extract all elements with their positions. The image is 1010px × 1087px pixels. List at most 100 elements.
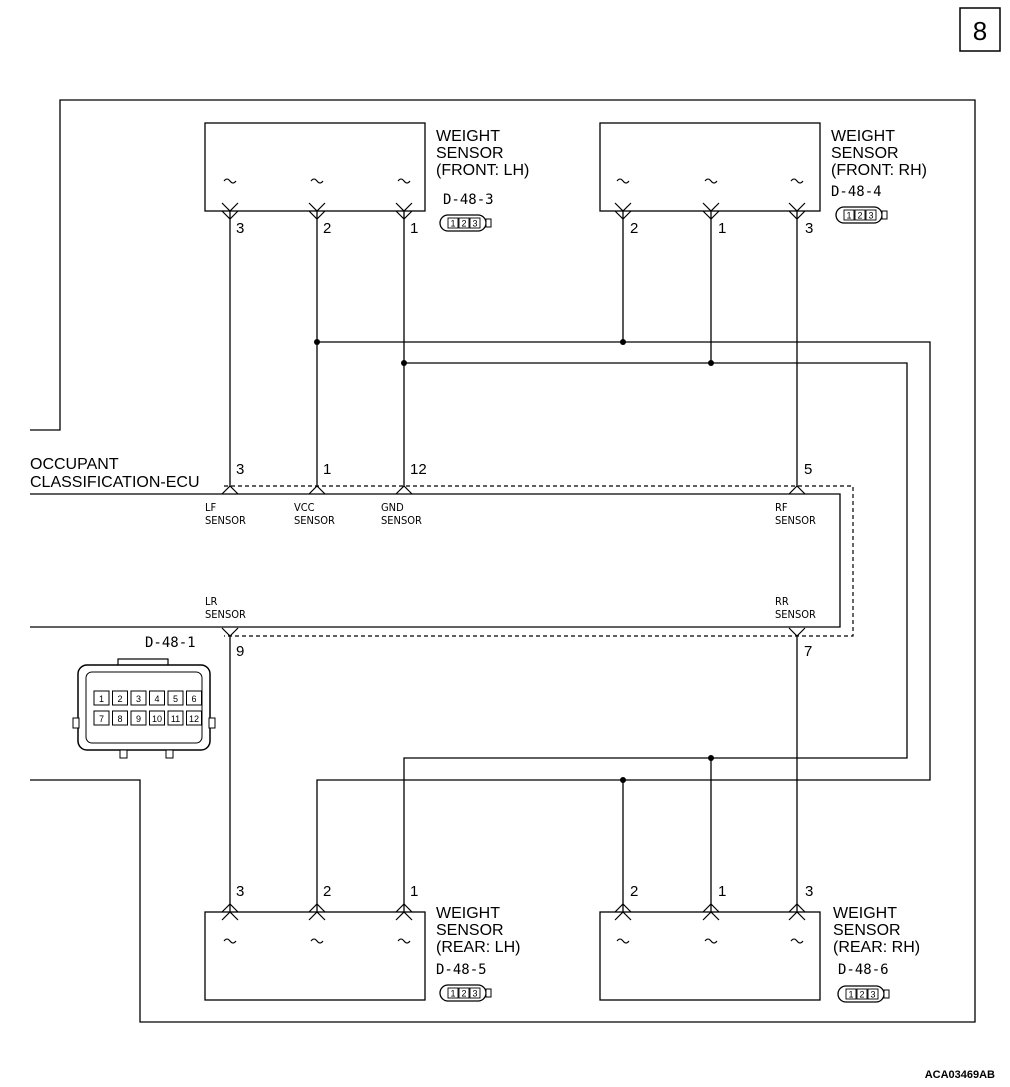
ecu-pin-rr: 7 (804, 643, 812, 660)
rear-lh-connector-label: D-48-5 (436, 962, 487, 978)
gnd-bus (403, 362, 908, 912)
signal-gnd-line2: SENSOR (381, 514, 422, 527)
signal-lr-line1: LR (205, 595, 218, 608)
front-rh-title2: SENSOR (831, 145, 899, 162)
rear-lh-pin-c: 1 (410, 883, 418, 900)
front-lh-title3: (FRONT: LH) (436, 162, 529, 179)
signal-rf-line2: SENSOR (775, 514, 816, 527)
ecu-connector-label: D-48-1 (145, 635, 196, 651)
rear-rh-title3: (REAR: RH) (833, 939, 920, 956)
connector-pin-cell (865, 209, 877, 221)
connector-pin-number: 2 (857, 211, 862, 221)
ecu-connector-cell (186, 690, 202, 706)
vcc-bus (316, 341, 931, 912)
connector-pin-cell (458, 217, 470, 229)
ecu-pin-gnd: 12 (410, 461, 427, 478)
sensor-wire-squiggles (223, 178, 804, 944)
rear-lh-pin-a: 3 (236, 883, 244, 900)
connector-pin-number: 3 (870, 990, 875, 1000)
signal-lr-line2: SENSOR (205, 608, 246, 621)
ecu-pin-lr: 9 (236, 643, 244, 660)
front-lh-pin-b: 2 (323, 220, 331, 237)
ecu-connector-pin-number: 11 (171, 714, 180, 724)
ecu-connector-pin-number: 2 (117, 694, 122, 704)
ecu-connector-cell (186, 710, 202, 726)
ecu-title-line2: CLASSIFICATION-ECU (30, 474, 200, 491)
rear-lh-sensor-box (204, 911, 426, 1001)
rear-rh-sensor-box (599, 911, 821, 1001)
front-rh-connector-label: D-48-4 (831, 184, 882, 200)
front-rh-pin-b: 1 (718, 220, 726, 237)
connector-pin-number: 2 (461, 989, 466, 999)
page-number-box: 8 (959, 7, 1001, 52)
connector-pin-cell (469, 987, 481, 999)
rear-rh-connector-label: D-48-6 (838, 962, 889, 978)
connector-pin-number: 1 (848, 990, 853, 1000)
ecu-body (30, 485, 854, 637)
ecu-title-line1: OCCUPANT (30, 456, 119, 473)
rear-lh-title3: (REAR: LH) (436, 939, 520, 956)
signal-rf-line1: RF (775, 501, 788, 514)
ecu-connector-pin-number: 9 (136, 714, 141, 724)
front-lh-title1: WEIGHT (436, 128, 500, 145)
connector-pin-number: 1 (450, 989, 455, 999)
sensor-terminal-marks (221, 202, 806, 921)
ecu-pin-lf: 3 (236, 461, 244, 478)
ecu-connector-cell (149, 690, 165, 706)
connector-pin-cell (867, 988, 879, 1000)
splice-points (314, 339, 714, 783)
rear-rh-title2: SENSOR (833, 922, 901, 939)
ecu-connector-pin-number: 4 (154, 694, 159, 704)
ecu-connector-cell (130, 690, 147, 706)
connector-pin-cell (469, 217, 481, 229)
connector-pin-number: 2 (859, 990, 864, 1000)
ecu-pin-vcc: 1 (323, 461, 331, 478)
front-rh-title3: (FRONT: RH) (831, 162, 927, 179)
ecu-pin-marks (221, 485, 806, 637)
signal-gnd-line1: GND (381, 501, 404, 514)
connector-pin-number: 3 (472, 989, 477, 999)
ecu-connector-cell (93, 690, 110, 706)
signal-vcc-line2: SENSOR (294, 514, 335, 527)
ecu-connector-cell (167, 690, 184, 706)
front-lh-sensor-box (204, 122, 426, 212)
ecu-pin-rf: 5 (804, 461, 812, 478)
rear-rh-pin-a: 2 (630, 883, 638, 900)
rear-lh-title1: WEIGHT (436, 905, 500, 922)
ecu-connector-cell (112, 710, 128, 726)
connector-pin-cell (845, 988, 857, 1000)
connector-pin-cell (447, 217, 459, 229)
rear-rh-pin-c: 3 (805, 883, 813, 900)
ecu-connector-pin-number: 3 (136, 694, 141, 704)
ecu-connector-pin-number: 1 (99, 694, 104, 704)
rear-rh-pin-b: 1 (718, 883, 726, 900)
front-rh-sensor-box (599, 122, 821, 212)
signal-vcc-line1: VCC (294, 501, 315, 514)
connector-pin-cell (856, 988, 868, 1000)
ecu-connector-cell (112, 690, 128, 706)
front-lh-connector-label: D-48-3 (443, 192, 494, 208)
connector-pin-number: 3 (868, 211, 873, 221)
signal-lf-line1: LF (205, 501, 217, 514)
ecu-connector-pin-number: 12 (189, 714, 199, 724)
front-lh-pin-c: 1 (410, 220, 418, 237)
signal-rr-line2: SENSOR (775, 608, 816, 621)
signal-lf-line2: SENSOR (205, 514, 246, 527)
connector-pin-cell (843, 209, 855, 221)
front-rh-pin-a: 2 (630, 220, 638, 237)
rear-rh-title1: WEIGHT (833, 905, 897, 922)
page-number: 8 (973, 16, 987, 46)
wires (229, 211, 931, 912)
front-lh-pin-a: 3 (236, 220, 244, 237)
ecu-connector-pin-number: 8 (117, 714, 122, 724)
connector-pin-number: 1 (450, 219, 455, 229)
ecu-connector-pin-number: 5 (173, 694, 178, 704)
